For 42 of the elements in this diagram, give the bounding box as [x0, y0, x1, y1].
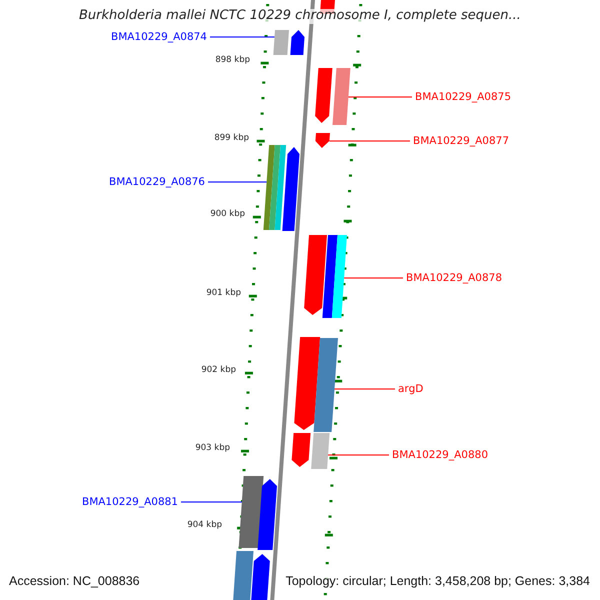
scale-label: 901 kbp [206, 289, 241, 299]
gene-feature [282, 147, 300, 231]
gene-feature [294, 337, 320, 430]
feature-bar [232, 551, 254, 600]
gene-label: BMA10229_A0876 [108, 176, 205, 188]
leader-line [180, 502, 242, 503]
gene-label: BMA10229_A0878 [406, 272, 502, 284]
scale-label: 898 kbp [215, 56, 250, 66]
gene-feature [304, 235, 327, 315]
scale-label: 903 kbp [195, 444, 230, 454]
gene-feature [315, 68, 332, 123]
scale-label: 900 kbp [210, 210, 245, 220]
gene-feature [290, 30, 304, 55]
footer-text: Topology: circular; Length: 3,458,208 bp; Genes: 3,384 [284, 574, 592, 588]
feature-bar [332, 68, 350, 125]
feature-bar [273, 30, 289, 55]
leader-line [328, 454, 390, 456]
leader-line [334, 388, 396, 390]
gene-feature [258, 479, 277, 550]
gene-label: BMA10229_A0881 [82, 496, 178, 508]
gene-label: BMA10229_A0875 [415, 91, 512, 104]
feature-bar [263, 145, 286, 230]
feature-bar [311, 433, 330, 469]
scale-label: 904 kbp [187, 521, 222, 531]
leader-line [210, 36, 275, 38]
leader-line [348, 96, 412, 98]
leader-line [208, 182, 268, 183]
gene-feature [315, 133, 330, 148]
feature-bar [314, 338, 338, 432]
gene-feature [250, 554, 270, 600]
gene-label: BMA10229_A0880 [392, 449, 488, 462]
leader-line [344, 278, 404, 279]
footer-text: Accession: NC_008836 [7, 574, 142, 588]
gene-label: BMA10229_A0874 [110, 31, 207, 44]
scale-label: 899 kbp [214, 134, 249, 144]
gene-feature [292, 433, 311, 467]
gene-label: argD [398, 383, 424, 396]
scale-label: 902 kbp [201, 366, 236, 376]
feature-bar [238, 476, 264, 548]
leader-line [328, 140, 410, 142]
feature-bar [322, 235, 347, 318]
gene-label: BMA10229_A0877 [413, 135, 510, 148]
